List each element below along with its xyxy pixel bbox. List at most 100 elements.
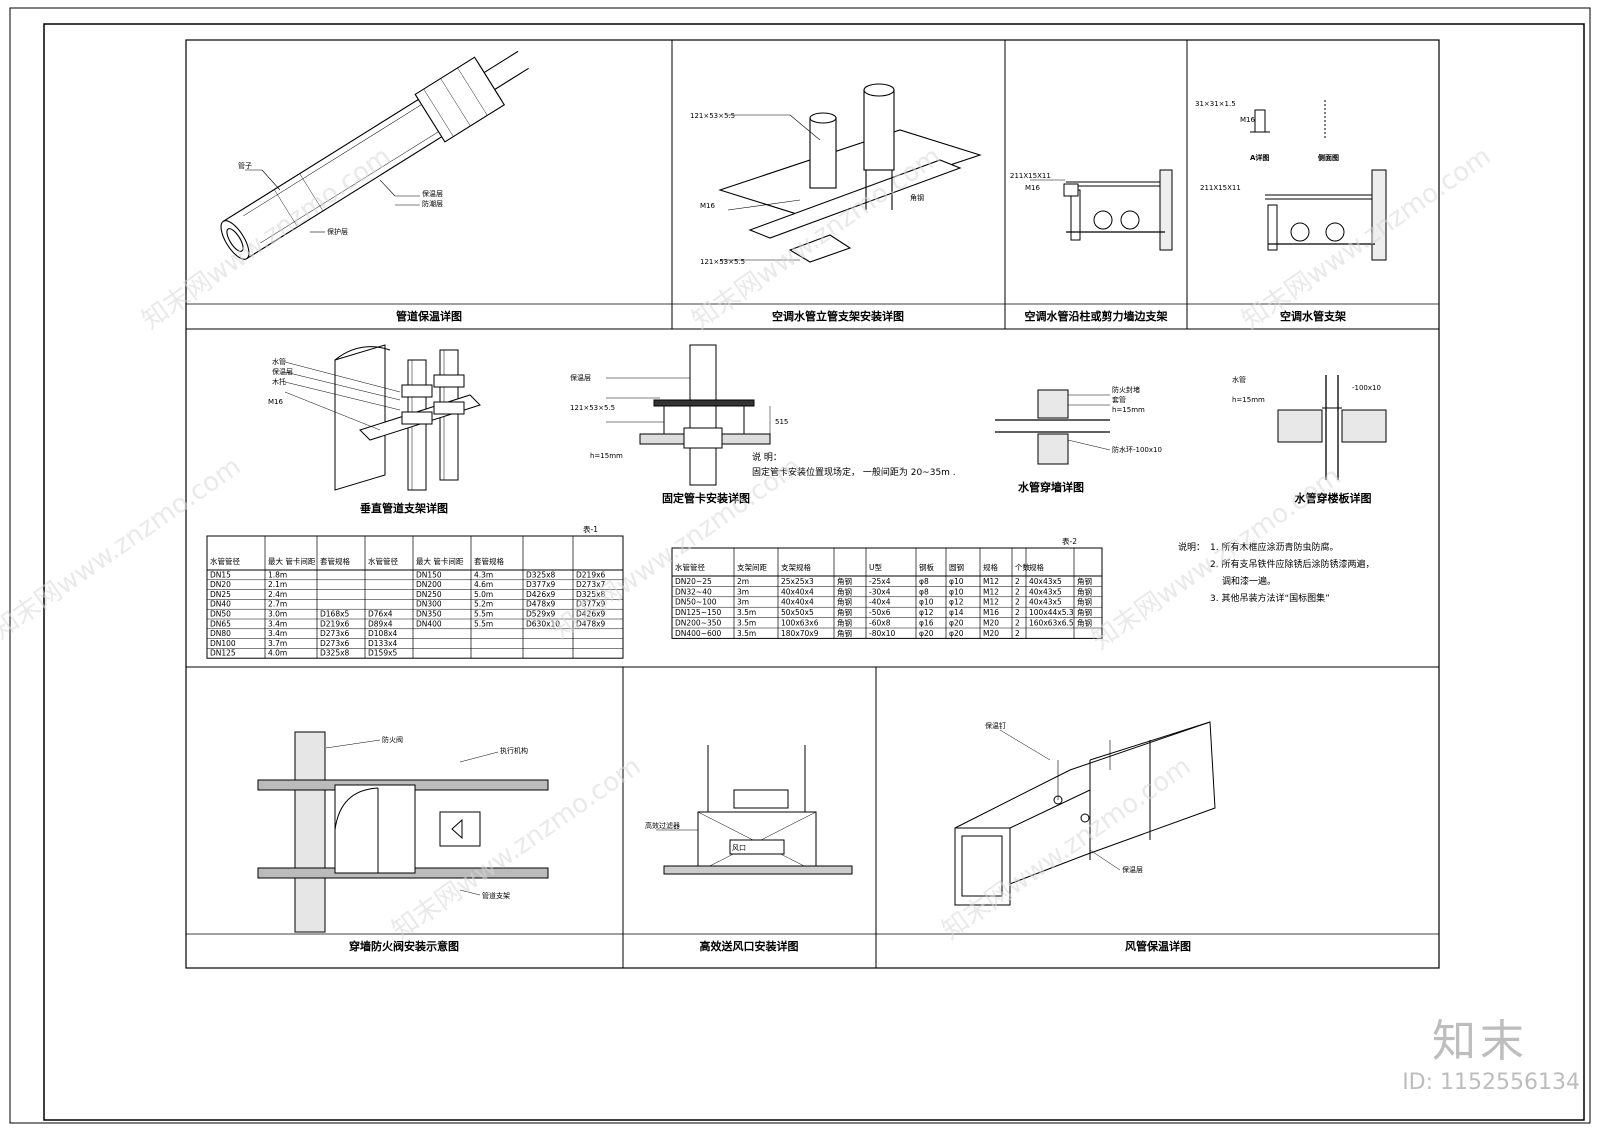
panel-title-3: 空调水管沿柱或剪力墙边支架 — [1025, 309, 1168, 323]
svg-text:3. 其他吊装方法详“国标图集”: 3. 其他吊装方法详“国标图集” — [1210, 592, 1330, 604]
floor-penetration-drawing — [1277, 375, 1387, 480]
svg-text:A详图: A详图 — [1250, 153, 1269, 162]
table-cell: DN200 — [416, 580, 442, 589]
table-header: 最大 管卡间距 — [268, 556, 316, 566]
panel-title-10: 高效送风口安装详图 — [700, 939, 799, 953]
svg-text:套管: 套管 — [1112, 395, 1126, 404]
table-cell: 160x63x6.5 — [1029, 619, 1074, 628]
table-cell: DN15 — [210, 570, 231, 579]
table-cell: 2.7m — [268, 600, 287, 609]
table-cell: 4.3m — [474, 570, 493, 579]
wall-support-drawing — [1030, 169, 1173, 251]
panel-title-9: 穿墙防火阀安装示意图 — [349, 939, 459, 953]
table-cell: 角钢 — [1077, 618, 1092, 628]
table-cell: -30x4 — [869, 587, 891, 596]
svg-text:水管: 水管 — [272, 357, 286, 366]
fire-damper-drawing — [257, 731, 549, 933]
document-id: ID: 1152556134 — [1402, 1070, 1580, 1095]
svg-text:高效过滤器: 高效过滤器 — [645, 821, 680, 830]
inner-border — [43, 23, 1585, 1121]
table-cell: 3.4m — [268, 619, 287, 628]
svg-text:执行机构: 执行机构 — [500, 746, 528, 755]
svg-text:2. 所有支吊铁件应除锈后涂防锈漆两遍，: 2. 所有支吊铁件应除锈后涂防锈漆两遍， — [1210, 558, 1374, 570]
table-cell: M12 — [983, 577, 999, 586]
table-cell: D273x6 — [320, 629, 350, 638]
table-cell: DN200~350 — [675, 619, 722, 628]
table-cell: M20 — [983, 619, 999, 628]
svg-text:M16: M16 — [700, 202, 715, 210]
table-header: 水管管径 — [368, 556, 398, 566]
svg-text:保温层: 保温层 — [1122, 865, 1143, 874]
table-header: 规格 — [983, 562, 998, 572]
brand-logo: 知末 — [1432, 1016, 1528, 1067]
table-cell: 角钢 — [837, 586, 852, 596]
table-cell: 40x43x5 — [1029, 587, 1062, 596]
panel-title-2: 空调水管立管支架安装详图 — [772, 309, 904, 323]
svg-text:M16: M16 — [1025, 184, 1040, 192]
table-cell: φ16 — [919, 619, 934, 628]
table-cell: 5.5m — [474, 610, 493, 619]
table-header: U型 — [869, 563, 882, 572]
table-cell: -50x6 — [869, 608, 891, 617]
svg-text:211X15X11: 211X15X11 — [1010, 172, 1051, 180]
table-cell: 2 — [1015, 598, 1020, 607]
table-cell: 100x63x6 — [781, 619, 819, 628]
table-header: 规格 — [1029, 562, 1045, 572]
table-cell: φ8 — [919, 577, 929, 586]
table-cell: 3m — [737, 598, 749, 607]
panel-title-5: 垂直管道支架详图 — [360, 501, 448, 515]
table-cell: D219x6 — [320, 619, 350, 628]
table-cell: 4.0m — [268, 649, 287, 658]
table-cell: DN65 — [210, 619, 231, 628]
table-cell: 2 — [1015, 619, 1020, 628]
panel-title-11: 风管保温详图 — [1125, 939, 1191, 953]
air-outlet-drawing — [656, 745, 853, 875]
svg-text:防火阀: 防火阀 — [382, 735, 403, 744]
table-cell: M16 — [983, 608, 999, 617]
pipe-support-drawing — [1250, 100, 1387, 261]
table-cell: DN25 — [210, 590, 231, 599]
svg-text:121×53×5.5: 121×53×5.5 — [700, 258, 745, 266]
table-cell: 2 — [1015, 608, 1020, 617]
table-header: 圆钢 — [949, 562, 964, 572]
fixed-clamp-drawing — [606, 344, 771, 486]
svg-text:防火封堵: 防火封堵 — [1112, 385, 1140, 394]
svg-text:保温层: 保温层 — [272, 367, 293, 376]
table-cell: 3.4m — [268, 629, 287, 638]
table-cell: 角钢 — [837, 607, 852, 617]
vertical-support-drawing — [284, 344, 481, 491]
table-cell: D630x10 — [526, 619, 560, 628]
svg-text:保温层: 保温层 — [570, 373, 591, 382]
table-cell: 180x70x9 — [781, 629, 819, 638]
table-cell: DN300 — [416, 600, 442, 609]
table-header: 支架间距 — [737, 562, 767, 572]
table-cell: D325x8 — [526, 570, 556, 579]
table-cell: D478x9 — [576, 619, 606, 628]
table-cell: -40x4 — [869, 598, 891, 607]
table-cell: D168x5 — [320, 610, 350, 619]
svg-text:M16: M16 — [1240, 116, 1255, 124]
table-cell: DN40 — [210, 600, 231, 609]
table-header: 水管管径 — [210, 556, 240, 566]
table-cell: 1.8m — [268, 570, 287, 579]
svg-text:知末网www.znzmo.com: 知末网www.znzmo.com — [137, 141, 397, 335]
table-cell: 角钢 — [1077, 597, 1092, 607]
table-cell: 3.0m — [268, 610, 287, 619]
svg-text:角钢: 角钢 — [910, 193, 924, 202]
table-cell: DN20 — [210, 580, 231, 589]
table-cell: M12 — [983, 598, 999, 607]
table-cell: -25x4 — [869, 577, 891, 586]
panel-title-6: 固定管卡安装详图 — [662, 491, 750, 505]
svg-text:515: 515 — [775, 418, 788, 426]
table-cell: D219x6 — [576, 570, 606, 579]
table-cell: 3.7m — [268, 639, 287, 648]
svg-text:h=15mm: h=15mm — [1112, 406, 1145, 414]
table-header: 支架规格 — [781, 562, 811, 572]
table-cell: 2 — [1015, 629, 1020, 638]
riser-support-drawing — [718, 83, 982, 263]
table-cell: -80x10 — [869, 629, 895, 638]
table-caption: 表-1 — [583, 524, 598, 534]
table-cell: DN150 — [416, 570, 442, 579]
